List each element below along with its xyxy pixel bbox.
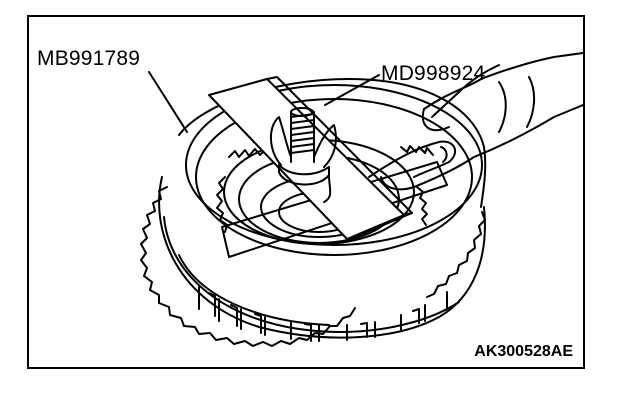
plate-holder-tool <box>208 76 413 240</box>
callout-mb991789: MB991789 <box>37 47 141 70</box>
callout-md998924: MD998924 <box>381 62 486 85</box>
bolt-wing-nut-tool <box>270 107 337 203</box>
diagram-frame: MB991789 MD998924 AK300528AE <box>27 15 585 369</box>
figure-code: AK300528AE <box>474 343 573 360</box>
callout-leader-lines <box>148 71 380 133</box>
clutch-tool-illustration <box>140 52 583 347</box>
hand-illustration <box>368 52 583 191</box>
